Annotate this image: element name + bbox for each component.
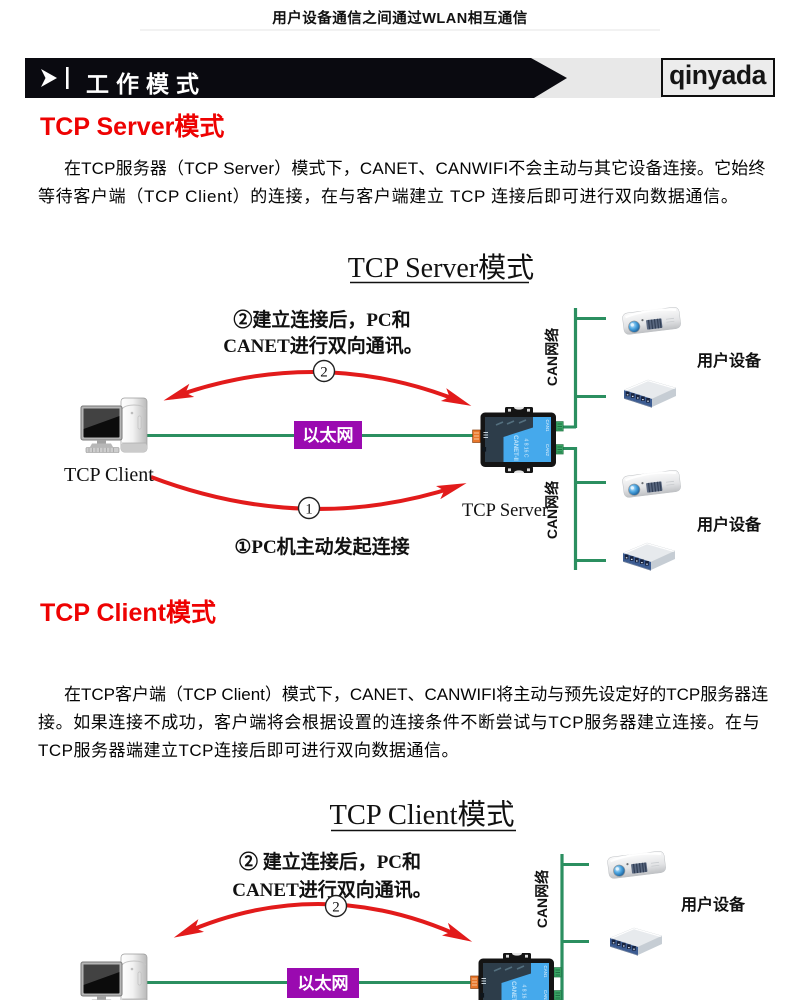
svg-text:CANET进行双向通讯。: CANET进行双向通讯。 — [223, 334, 423, 357]
svg-text:以太网: 以太网 — [298, 973, 349, 993]
svg-text:用户设备: 用户设备 — [697, 351, 762, 370]
svg-text:1: 1 — [305, 502, 313, 518]
svg-text:用户设备: 用户设备 — [681, 895, 746, 914]
svg-text:2: 2 — [320, 365, 328, 381]
svg-text:TCP Client: TCP Client — [64, 464, 154, 486]
svg-text:①PC机主动发起连接: ①PC机主动发起连接 — [234, 535, 409, 558]
svg-text:TCP Server模式: TCP Server模式 — [348, 252, 534, 284]
svg-text:TCP Client模式: TCP Client模式 — [330, 799, 515, 831]
svg-text:2: 2 — [332, 900, 340, 916]
svg-text:用户设备: 用户设备 — [697, 515, 762, 534]
svg-text:② 建立连接后，PC和: ② 建立连接后，PC和 — [239, 850, 421, 873]
svg-text:CAN网络: CAN网络 — [544, 328, 560, 386]
svg-text:②建立连接后，PC和: ②建立连接后，PC和 — [233, 308, 410, 331]
svg-text:CAN网络: CAN网络 — [544, 481, 560, 539]
svg-text:TCP Server: TCP Server — [462, 501, 548, 521]
svg-text:CAN网络: CAN网络 — [534, 870, 550, 928]
svg-text:以太网: 以太网 — [303, 425, 354, 445]
svg-text:CANET进行双向通讯。: CANET进行双向通讯。 — [232, 878, 432, 901]
